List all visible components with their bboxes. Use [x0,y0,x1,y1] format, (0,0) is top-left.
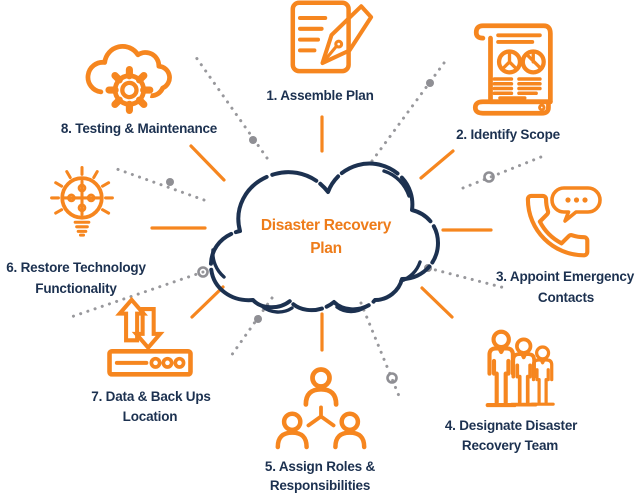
step-7-label-line1: 7. Data & Back Ups [91,389,210,404]
connector-right-upper-dotted [461,153,548,190]
step-labels: 1. Assemble Plan 2. Identify Scope 3. Ap… [6,88,635,493]
report-charts-icon [472,23,553,116]
step-4-label-line1: 4. Designate Disaster [445,418,578,433]
connector-ring [386,372,398,384]
step-4-label-line2: Recovery Team [462,438,558,453]
diagram-title-line1: Disaster Recovery [261,217,392,234]
connector-ring [483,171,495,183]
step-5-label-line1: 5. Assign Roles & [265,459,376,474]
connector-upper-left-orange [189,144,226,182]
connector-left-lower-dotted [66,270,205,320]
step-5-label-line2: Responsibilities [270,478,370,493]
team-people-icon [488,332,555,405]
step-2-label: 2. Identify Scope [456,127,561,142]
step-8-label: 8. Testing & Maintenance [61,121,218,136]
cloud-sketch-accent [211,248,226,279]
step-6-label-line2: Functionality [35,281,117,296]
server-backup-icon [107,296,193,377]
radial-connectors [66,51,548,398]
cloud-sketch-accent [261,305,294,314]
cloud-outline-icon [208,161,440,313]
connector-left-upper-dotted [112,166,206,202]
connector-lower-right-orange [420,286,454,319]
step-1-label: 1. Assemble Plan [266,88,373,103]
cloud-sketch-accent [335,305,367,314]
lightbulb-puzzle-icon [50,166,114,237]
connector-dot [426,79,434,87]
connector-top-right-dotted [370,61,446,163]
connector-dot [249,136,257,144]
connector-dot [166,178,174,186]
connector-bottom-right-dotted [359,301,401,398]
connector-ring [197,266,209,278]
cloud-gear-icon [85,44,172,114]
central-cloud: Disaster Recovery Plan [208,161,440,314]
connector-upper-right-orange [419,149,455,180]
connector-dot [254,315,262,323]
step-7-label-line2: Location [123,409,178,424]
phone-chat-icon [525,186,602,258]
step-3-label-line2: Contacts [538,290,594,305]
chat-bubble-icon [550,186,602,223]
diagram-title-line2: Plan [310,240,342,257]
document-pen-icon [290,0,374,74]
cloud-sketch-accent [399,260,422,283]
step-6-label-line1: 6. Restore Technology [6,260,146,275]
connector-lower-left-orange [190,285,225,319]
org-chart-people-icon [278,369,364,447]
step-3-label-line1: 3. Appoint Emergency [496,269,635,284]
cloud-sketch-accent [382,169,411,198]
connector-right-lower-dotted [426,266,507,290]
